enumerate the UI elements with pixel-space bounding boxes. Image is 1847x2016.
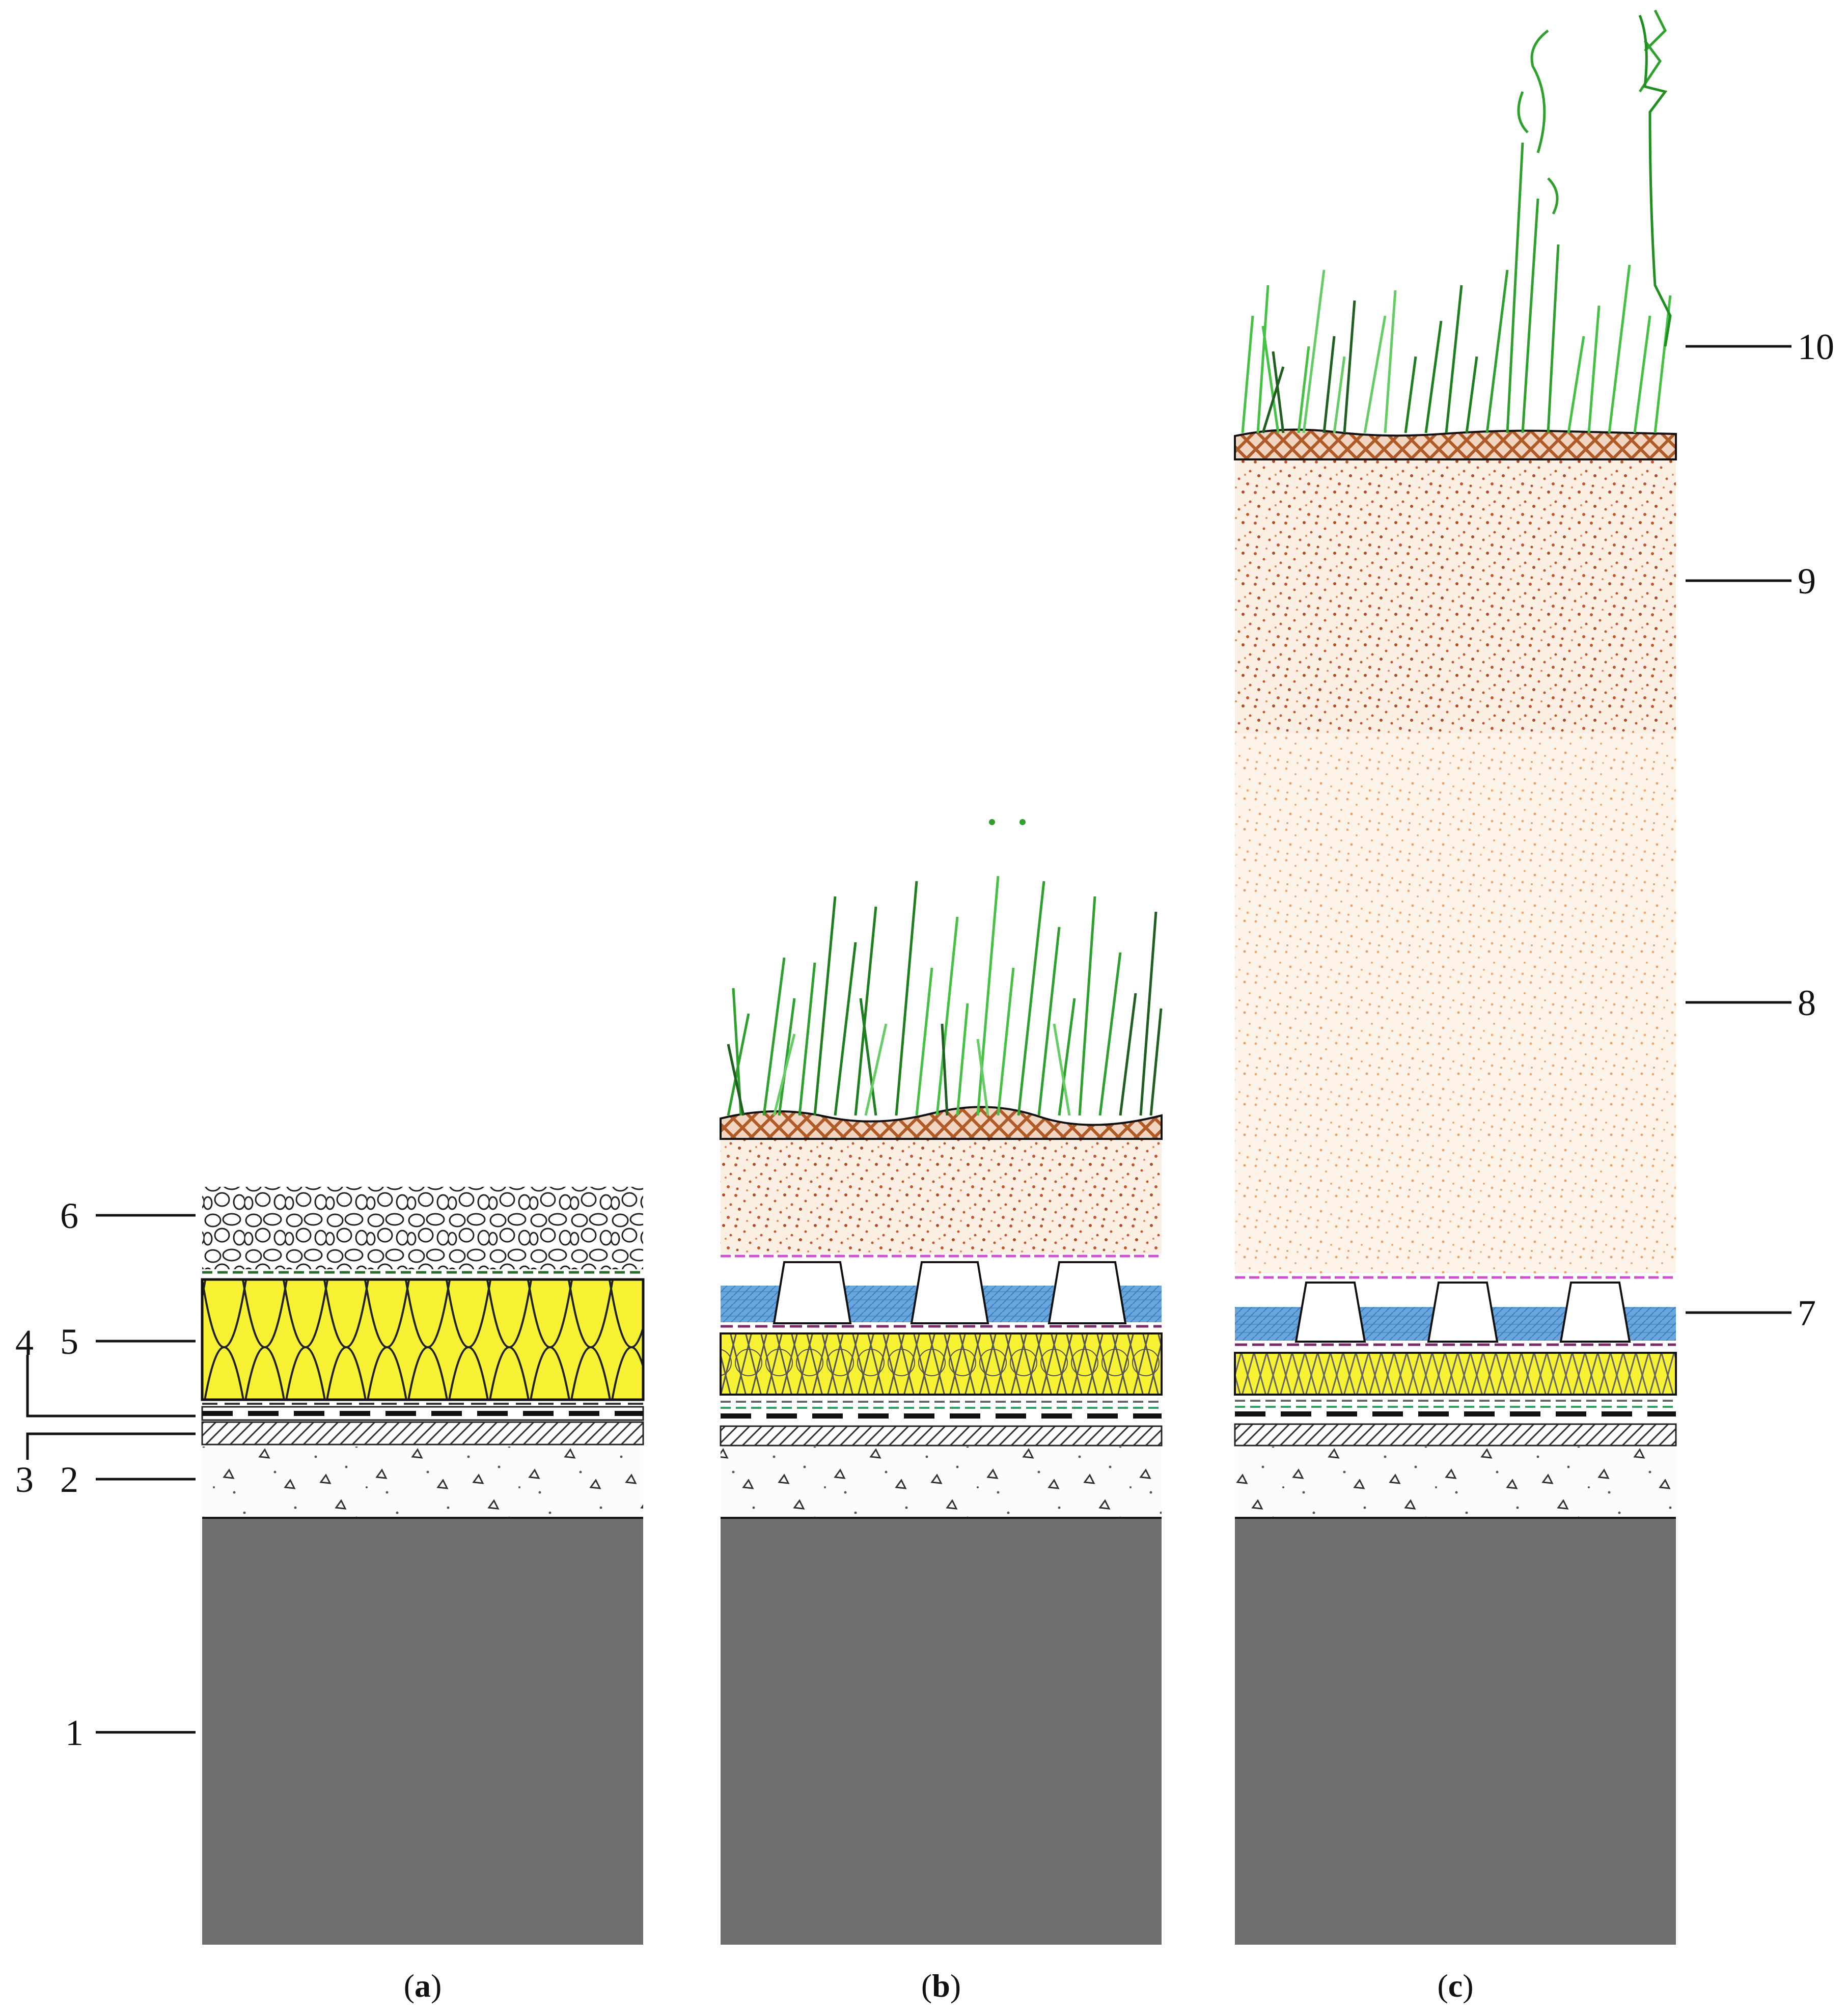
label-8: 8 xyxy=(1798,983,1816,1023)
layer-labels: 1 2 3 4 5 6 7 8 9 10 xyxy=(15,326,1834,1753)
panel-b xyxy=(720,819,1163,1945)
label-5: 5 xyxy=(60,1321,78,1362)
vapour-barrier-hatch xyxy=(1234,1423,1677,1447)
panel-c xyxy=(1234,9,1677,1945)
label-1: 1 xyxy=(65,1712,84,1753)
vapour-barrier-hatch xyxy=(720,1425,1163,1447)
label-7: 7 xyxy=(1798,1293,1816,1333)
caption-a: (a) xyxy=(404,1968,442,2004)
panel-a xyxy=(201,1187,645,1945)
root-mat xyxy=(1234,428,1677,460)
upper-substrate-layer xyxy=(1235,448,1676,733)
grass-vegetation xyxy=(727,876,1163,1116)
screed-layer xyxy=(721,1447,1162,1517)
panel-captions: (a) (b) (c) xyxy=(404,1968,1474,2004)
concrete-slab xyxy=(721,1517,1162,1945)
label-2: 2 xyxy=(60,1459,78,1500)
concrete-slab xyxy=(202,1517,643,1945)
caption-c: (c) xyxy=(1437,1968,1473,2004)
caption-b: (b) xyxy=(921,1968,961,2004)
label-3: 3 xyxy=(15,1459,34,1500)
screed-layer xyxy=(202,1447,643,1517)
substrate-layer xyxy=(721,1136,1162,1254)
drainage-retention-board xyxy=(1235,1282,1676,1343)
screed-layer xyxy=(1235,1447,1676,1517)
root-mat xyxy=(720,1106,1163,1140)
label-10: 10 xyxy=(1798,326,1834,367)
label-4: 4 xyxy=(15,1322,34,1363)
tall-plant-stem xyxy=(1638,15,1672,347)
label-9: 9 xyxy=(1798,561,1816,602)
label-6: 6 xyxy=(60,1195,78,1236)
drainage-retention-board xyxy=(721,1261,1162,1324)
grass-vegetation xyxy=(1241,9,1672,433)
lower-substrate-layer xyxy=(1235,733,1676,1273)
concrete-slab xyxy=(1235,1517,1676,1945)
vapour-barrier-hatch xyxy=(201,1421,644,1446)
gravel-ballast xyxy=(202,1187,643,1269)
